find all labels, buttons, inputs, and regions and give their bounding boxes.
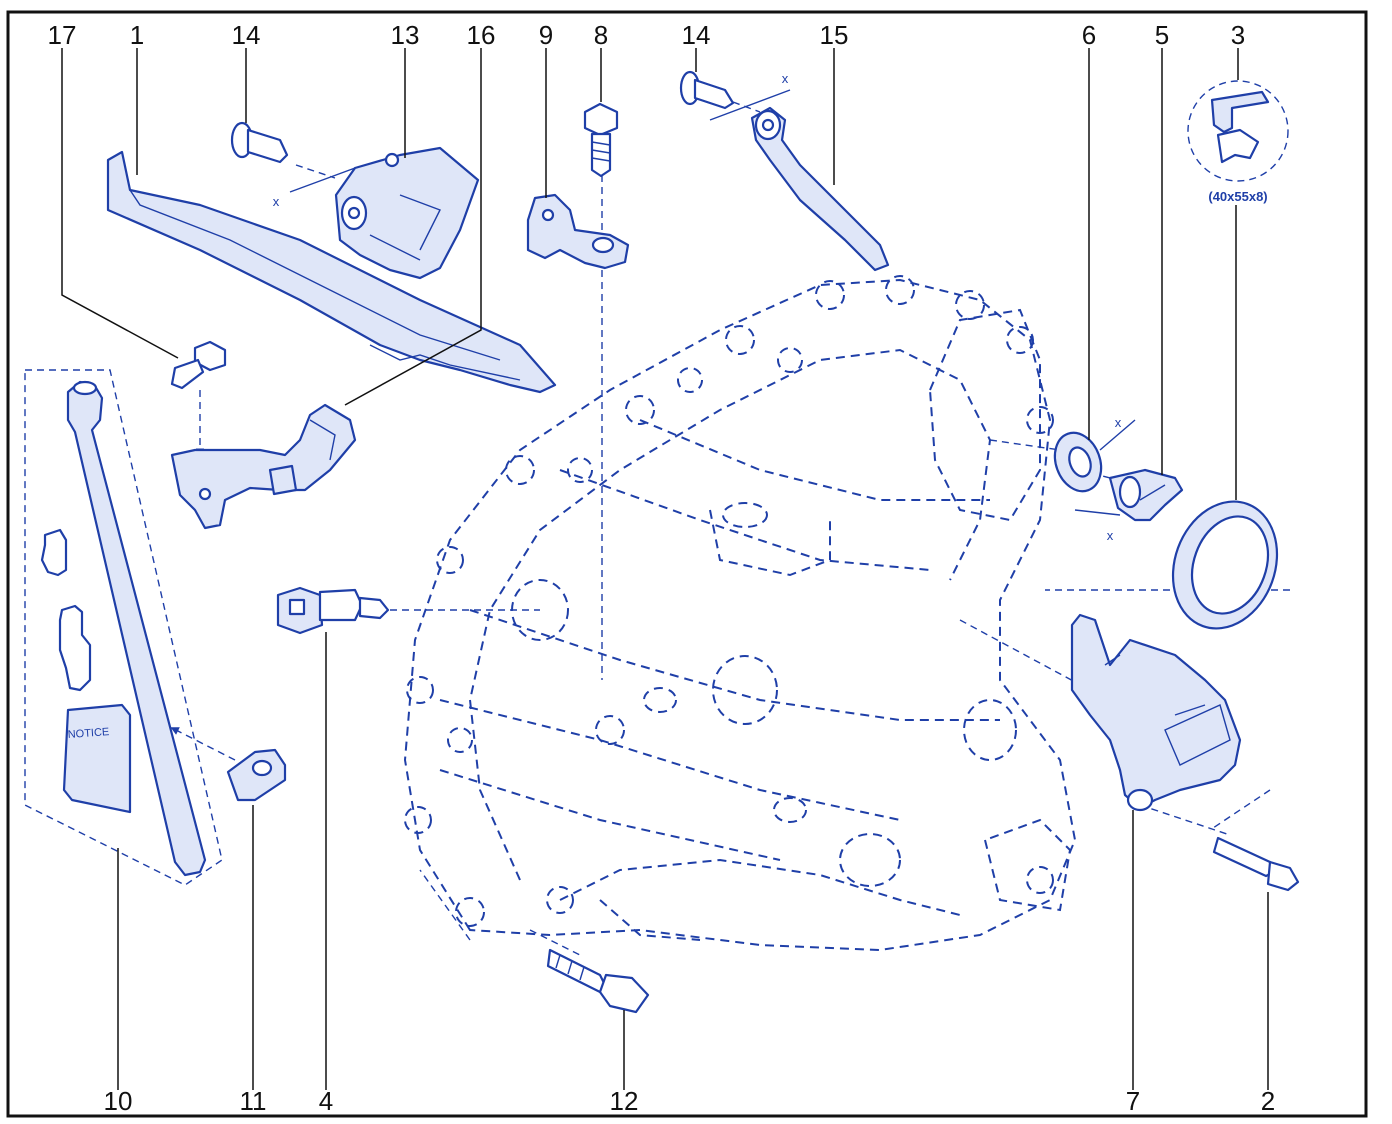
callout-4: 4 bbox=[319, 1086, 333, 1116]
part-3-seal-detail: (40x55x8) bbox=[1187, 80, 1289, 204]
part-14-screw-right bbox=[679, 70, 735, 110]
part-9-bracket bbox=[526, 193, 630, 270]
part-13-bracket bbox=[334, 146, 480, 280]
part-3-seal-ring bbox=[1171, 500, 1279, 630]
callout-9: 9 bbox=[539, 20, 553, 50]
callout-5: 5 bbox=[1155, 20, 1169, 50]
callout-12: 12 bbox=[610, 1086, 639, 1116]
part-6-washer bbox=[1053, 431, 1103, 493]
part-10-kit: NOTICE bbox=[40, 380, 207, 877]
part-1-cover-plate bbox=[106, 150, 557, 394]
callout-8: 8 bbox=[594, 20, 608, 50]
part-12-bolt bbox=[546, 948, 650, 1014]
callout-11: 11 bbox=[240, 1086, 267, 1116]
callout-15: 15 bbox=[820, 20, 849, 50]
callout-13: 13 bbox=[391, 20, 420, 50]
callout-14-right: 14 bbox=[682, 20, 711, 50]
part-7-support-bracket bbox=[1070, 613, 1242, 812]
callout-1: 1 bbox=[130, 20, 144, 50]
part-17-bolt bbox=[170, 340, 227, 390]
callout-numbers: 17 1 14 13 16 9 8 14 15 6 5 3 10 11 4 12… bbox=[48, 20, 1276, 1116]
part-15-lever bbox=[750, 106, 890, 272]
notice-booklet-label: NOTICE bbox=[67, 726, 109, 741]
dimension-markers: x x x x bbox=[273, 71, 1136, 543]
callout-10: 10 bbox=[104, 1086, 133, 1116]
callout-16: 16 bbox=[467, 20, 496, 50]
callout-7: 7 bbox=[1126, 1086, 1140, 1116]
part-4-sensor bbox=[276, 586, 390, 635]
dim-x-6-top: x bbox=[1115, 415, 1122, 430]
seal-size-label: (40x55x8) bbox=[1208, 189, 1267, 204]
part-14-screw-left bbox=[230, 121, 289, 164]
diagram-frame bbox=[6, 10, 1368, 1118]
dim-x-13: x bbox=[273, 194, 280, 209]
dim-x-5-bottom: x bbox=[1107, 528, 1114, 543]
part-16-clip bbox=[170, 403, 357, 530]
callout-17: 17 bbox=[48, 20, 77, 50]
leader-lines bbox=[61, 48, 1269, 1090]
callout-2: 2 bbox=[1261, 1086, 1275, 1116]
part-2-bolt bbox=[1212, 836, 1300, 892]
part-8-bolt bbox=[583, 102, 619, 178]
callout-6: 6 bbox=[1082, 20, 1096, 50]
part-5-plug bbox=[1108, 468, 1184, 522]
callout-14-left: 14 bbox=[232, 20, 261, 50]
dim-x-15: x bbox=[782, 71, 789, 86]
part-11-clip bbox=[226, 748, 287, 802]
callout-3: 3 bbox=[1231, 20, 1245, 50]
